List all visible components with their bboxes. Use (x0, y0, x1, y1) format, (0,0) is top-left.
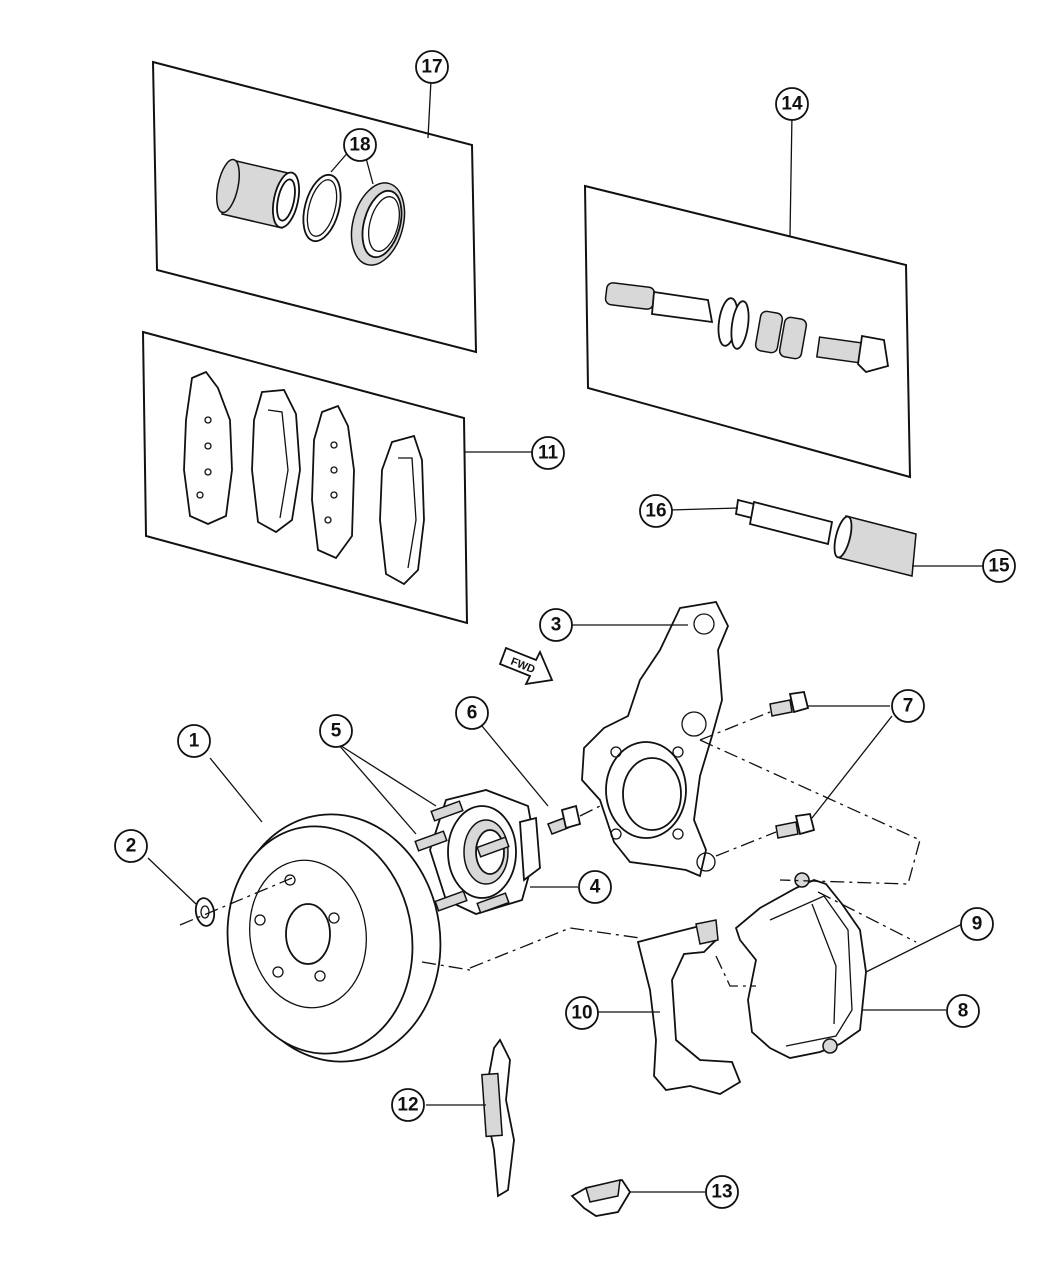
svg-text:17: 17 (421, 57, 442, 78)
brake-pad-4 (379, 434, 425, 586)
brake-pad-3 (311, 404, 355, 560)
callout-10: 10 (565, 996, 599, 1030)
callout-13: 13 (705, 1175, 739, 1209)
svg-text:11: 11 (538, 443, 559, 464)
callout-9: 9 (960, 907, 994, 941)
svg-text:15: 15 (988, 556, 1010, 577)
svg-text:4: 4 (590, 877, 601, 898)
svg-text:6: 6 (467, 703, 478, 724)
knuckle-bolts (699, 690, 893, 857)
callout-6: 6 (455, 696, 489, 730)
callout-3: 3 (539, 608, 573, 642)
svg-text:2: 2 (126, 836, 137, 857)
guide-bolt-part (815, 334, 890, 374)
caliper-adapter-part (594, 919, 742, 1095)
guide-pin-part (604, 282, 750, 350)
forward-arrow: FWD (498, 646, 554, 686)
panel-piston-kit (151, 60, 478, 354)
caliper-part (734, 872, 963, 1059)
callout-14: 14 (775, 87, 809, 121)
svg-text:14: 14 (781, 94, 803, 115)
brake-rotor-part (209, 757, 471, 1063)
svg-text:16: 16 (645, 501, 666, 522)
svg-text:9: 9 (972, 914, 983, 935)
hub-bearing-part (414, 789, 578, 915)
hub-bolt-part (481, 725, 601, 835)
piston-seal-ring (302, 173, 342, 243)
dust-boot-part (350, 182, 406, 266)
svg-text:5: 5 (331, 721, 342, 742)
callout-4: 4 (578, 870, 612, 904)
callout-1: 1 (177, 724, 211, 758)
steering-knuckle-part (581, 601, 729, 878)
callout-7: 7 (891, 689, 925, 723)
svg-text:12: 12 (397, 1095, 418, 1116)
pad-clip-part (570, 1178, 706, 1217)
callout-17: 17 (415, 50, 449, 84)
guide-pin-bushing-group (669, 498, 986, 577)
callout-16: 16 (639, 494, 673, 528)
washer-part (147, 857, 293, 927)
piston-part (215, 158, 301, 229)
svg-text:10: 10 (571, 1003, 592, 1024)
svg-text:8: 8 (958, 1001, 969, 1022)
svg-text:18: 18 (349, 135, 370, 156)
svg-text:7: 7 (903, 696, 914, 717)
svg-text:13: 13 (711, 1182, 732, 1203)
callout-2: 2 (114, 829, 148, 863)
brake-pad-1 (183, 370, 233, 525)
panel-brake-pads (141, 330, 534, 625)
anti-rattle-clip-part (426, 1038, 515, 1198)
svg-text:3: 3 (551, 615, 562, 636)
callout-11: 11 (531, 436, 565, 470)
guide-bushing-part (754, 310, 808, 360)
callout-12: 12 (391, 1088, 425, 1122)
svg-text:1: 1 (189, 731, 200, 752)
callout-15: 15 (982, 549, 1016, 583)
callout-5: 5 (319, 714, 353, 748)
panel-guide-pin-kit (583, 113, 912, 479)
callout-18: 18 (343, 128, 377, 162)
callout-8: 8 (946, 994, 980, 1028)
brake-pad-2 (251, 389, 301, 534)
